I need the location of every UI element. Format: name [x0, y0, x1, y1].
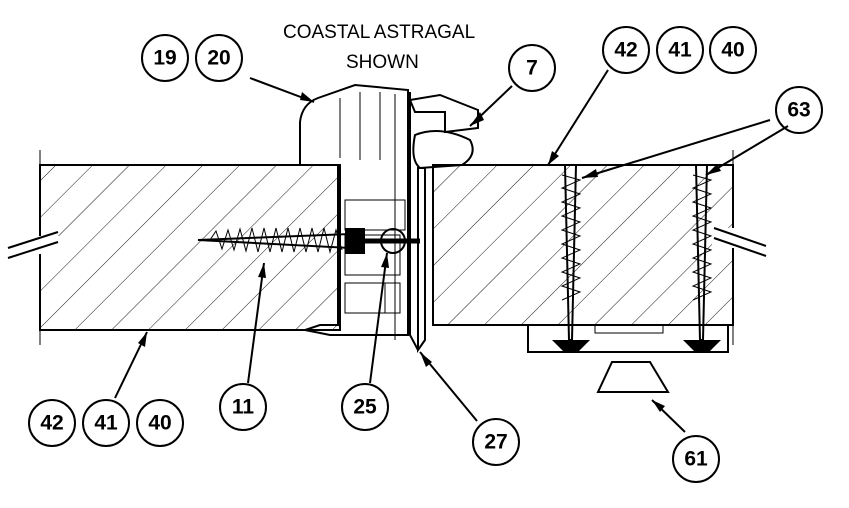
leader-lines: [114, 69, 789, 433]
svg-text:40: 40: [148, 412, 171, 435]
svg-text:63: 63: [787, 99, 810, 122]
svg-text:41: 41: [94, 412, 118, 435]
balloon-20: 20: [195, 34, 243, 82]
title-line-1: COASTAL ASTRAGAL: [283, 22, 475, 43]
balloon-41-top: 41: [656, 26, 704, 74]
balloon-19: 19: [141, 34, 189, 82]
vertical-screw-2: [683, 164, 721, 352]
svg-text:41: 41: [668, 39, 692, 62]
flush-bolt-plate: [527, 324, 729, 353]
balloon-41-bottom: 41: [82, 399, 130, 447]
svg-text:19: 19: [153, 47, 176, 70]
svg-text:20: 20: [207, 47, 230, 70]
balloon-40-top: 40: [709, 26, 757, 74]
left-door-panel: [39, 150, 341, 345]
balloon-61: 61: [672, 435, 720, 483]
svg-text:25: 25: [353, 396, 377, 419]
balloon-63: 63: [775, 86, 823, 134]
balloon-7: 7: [508, 44, 556, 92]
right-door-panel: [432, 150, 734, 345]
astragal-extrusion: [299, 83, 409, 340]
svg-text:7: 7: [526, 57, 538, 80]
svg-text:42: 42: [614, 39, 637, 62]
right-break-mark: [712, 227, 767, 257]
horizontal-screw: [197, 227, 420, 254]
left-break-mark: [5, 231, 60, 259]
svg-text:42: 42: [40, 412, 63, 435]
balloon-40-bottom: 40: [136, 399, 184, 447]
svg-text:11: 11: [232, 396, 255, 419]
svg-text:61: 61: [684, 448, 708, 471]
title-line-2: SHOWN: [346, 52, 419, 73]
vertical-screw-1: [552, 164, 590, 352]
balloon-11: 11: [219, 383, 267, 431]
balloon-42-bottom: 42: [28, 399, 76, 447]
balloon-42-top: 42: [602, 26, 650, 74]
svg-text:40: 40: [721, 39, 744, 62]
balloon-27: 27: [472, 418, 520, 466]
svg-text:27: 27: [484, 431, 507, 454]
balloon-25: 25: [341, 383, 389, 431]
strike-wedge: [596, 361, 670, 393]
astragal-plate: [417, 167, 426, 354]
